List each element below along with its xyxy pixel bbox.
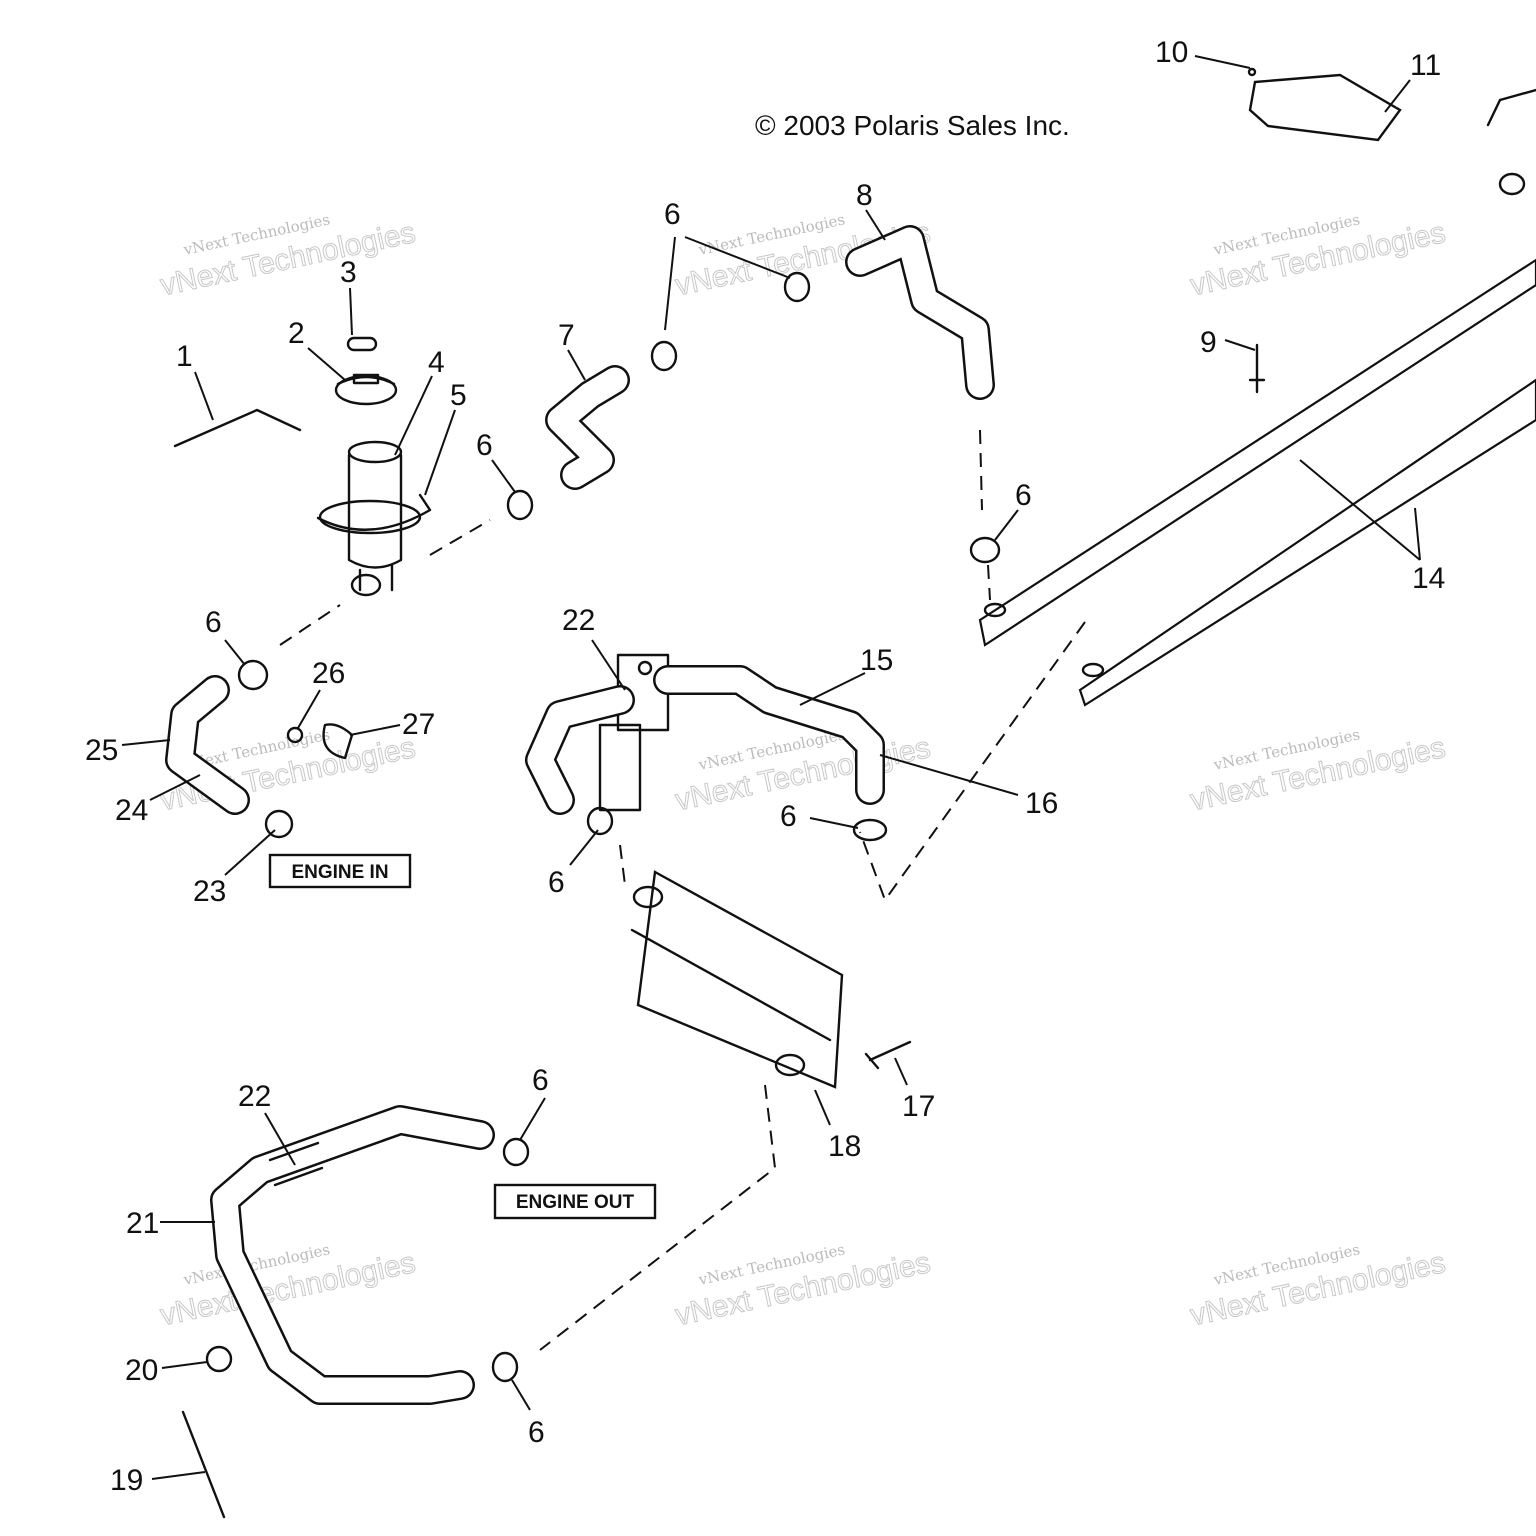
callout-2: 2 [288,317,305,350]
callout-6: 6 [476,429,493,462]
callout-5: 5 [450,379,467,412]
callout-6: 6 [205,606,222,639]
callout-7: 7 [558,319,575,352]
cover-part-11 [1248,73,1402,142]
clamp-icon [506,489,534,521]
copyright-text: © 2003 Polaris Sales Inc. [755,110,1070,141]
callout-11: 11 [1410,49,1441,82]
callout-27: 27 [402,708,435,741]
clamp-icon [491,1351,519,1383]
hose-part-8 [845,225,995,400]
rivet-part-17 [864,1040,912,1070]
reservoir-bottle-part-4 [318,440,422,597]
clamp-icon [586,806,614,836]
watermark: vNext Technologies vNext Technologies [157,1240,419,1332]
callout-1: 1 [176,340,193,373]
clamp-icon [205,1345,233,1373]
callout-22: 22 [562,604,595,637]
callout-16: 16 [1025,787,1058,820]
clamp-icon [783,271,811,303]
rails-part-14 [978,88,1536,707]
clamp-icon [650,340,678,372]
callout-6: 6 [528,1416,545,1449]
callout-10: 10 [1155,36,1188,69]
hose-part-16 [525,665,885,815]
rod-part-1 [173,408,302,448]
callout-14: 14 [1412,562,1445,595]
watermark: vNext Technologies vNext Technologies [1187,1240,1449,1332]
callout-15: 15 [860,644,893,677]
clamp-icon [969,536,1001,564]
engine-in-label-box: ENGINE IN [268,853,412,889]
callout-6: 6 [780,800,797,833]
callout-19: 19 [110,1464,143,1497]
watermark: vNext Technologies vNext Technologies [672,1240,934,1332]
rivet-part-9 [1248,343,1266,394]
callout-25: 25 [85,734,118,767]
heat-exchanger-part-18 [630,870,844,1089]
callout-20: 20 [125,1354,158,1387]
hose-part-7 [545,365,630,490]
callout-6: 6 [1015,479,1032,512]
callout-18: 18 [828,1130,861,1163]
strap-part-5 [316,493,432,531]
callout-6: 6 [532,1064,549,1097]
callout-numbers: 1 2 3 4 5 6 6 6 6 6 6 6 6 7 8 9 10 11 14… [85,36,1445,1497]
callout-9: 9 [1200,326,1217,359]
callout-6: 6 [548,866,565,899]
callout-24: 24 [115,794,148,827]
clamp-part-27 [322,723,354,760]
leader-lines [121,55,1421,1480]
connector-lines [279,236,1086,1351]
screw-part-10 [1247,67,1257,77]
clamp-icon [237,659,269,691]
clamp-icon [1498,172,1526,196]
seal-part-3 [346,336,378,352]
callout-23: 23 [193,875,226,908]
rod-part-19 [181,1410,226,1519]
cap-part-2 [334,373,398,406]
clamp-icon [852,818,888,842]
callout-6: 6 [664,198,681,231]
watermark: vNext Technologies vNext Technologies [157,210,419,302]
callout-8: 8 [856,179,873,212]
callout-22: 22 [238,1080,271,1113]
watermark: vNext Technologies vNext Technologies [1187,725,1449,817]
callout-17: 17 [902,1090,935,1123]
callout-4: 4 [428,346,445,379]
callout-3: 3 [340,256,357,289]
clamp-icon [264,809,294,839]
callout-26: 26 [312,657,345,690]
washer-part-26 [286,726,304,744]
watermark: vNext Technologies vNext Technologies [1187,210,1449,302]
clamp-group [205,172,1526,1383]
engine-out-label: ENGINE OUT [516,1192,635,1213]
clamp-icon [502,1137,530,1167]
elbow-hose-part-24 [165,675,250,815]
hose-part-21 [210,1105,495,1405]
callout-21: 21 [126,1207,159,1240]
engine-in-label: ENGINE IN [291,862,388,883]
engine-out-label-box: ENGINE OUT [493,1183,657,1220]
watermark-group: vNext Technologies vNext Technologies vN… [157,210,1449,1332]
